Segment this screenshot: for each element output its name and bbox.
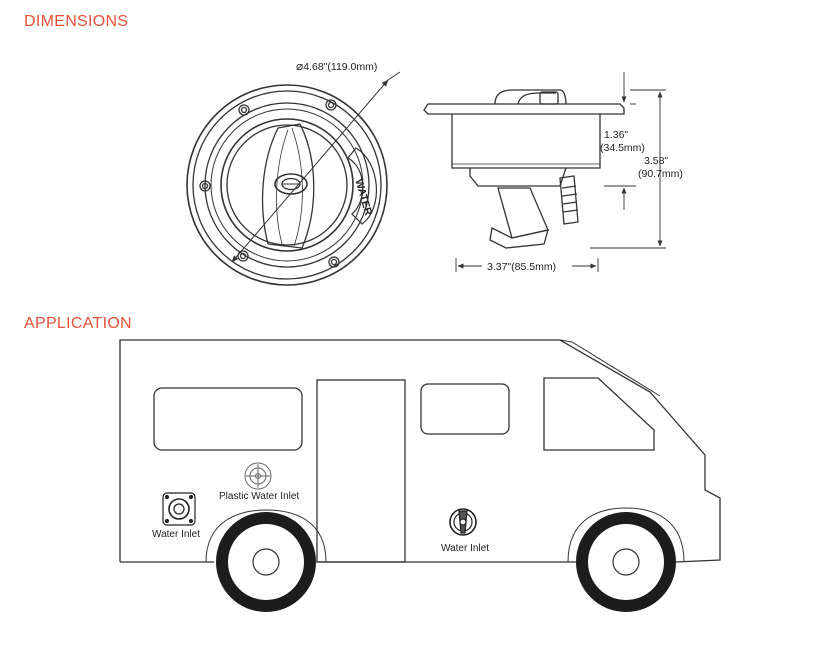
height-total-inch: 3.58" (644, 155, 668, 167)
height-small-mm: (34.5mm) (600, 142, 645, 154)
diameter-label: ⌀4.68"(119.0mm) (296, 59, 377, 73)
front-wheel (576, 512, 676, 612)
dimensions-title: DIMENSIONS (24, 13, 129, 30)
height-total-mm: (90.7mm) (638, 168, 683, 180)
application-title: APPLICATION (24, 315, 132, 332)
cap-text: WATER (352, 178, 374, 217)
water-inlet-left-label: Water Inlet (152, 529, 200, 540)
water-inlet-right-label: Water Inlet (441, 543, 489, 554)
side-view (423, 72, 666, 272)
water-inlet-left-icon (162, 492, 196, 526)
height-small-inch: 1.36" (604, 129, 628, 141)
plastic-water-inlet-icon (244, 462, 272, 490)
van-drawing (119, 339, 721, 563)
water-inlet-right-icon (449, 508, 477, 536)
rear-wheel (216, 512, 316, 612)
plastic-water-inlet-label: Plastic Water Inlet (219, 491, 299, 502)
front-view (186, 71, 401, 286)
width-label: 3.37"(85.5mm) (487, 261, 556, 273)
